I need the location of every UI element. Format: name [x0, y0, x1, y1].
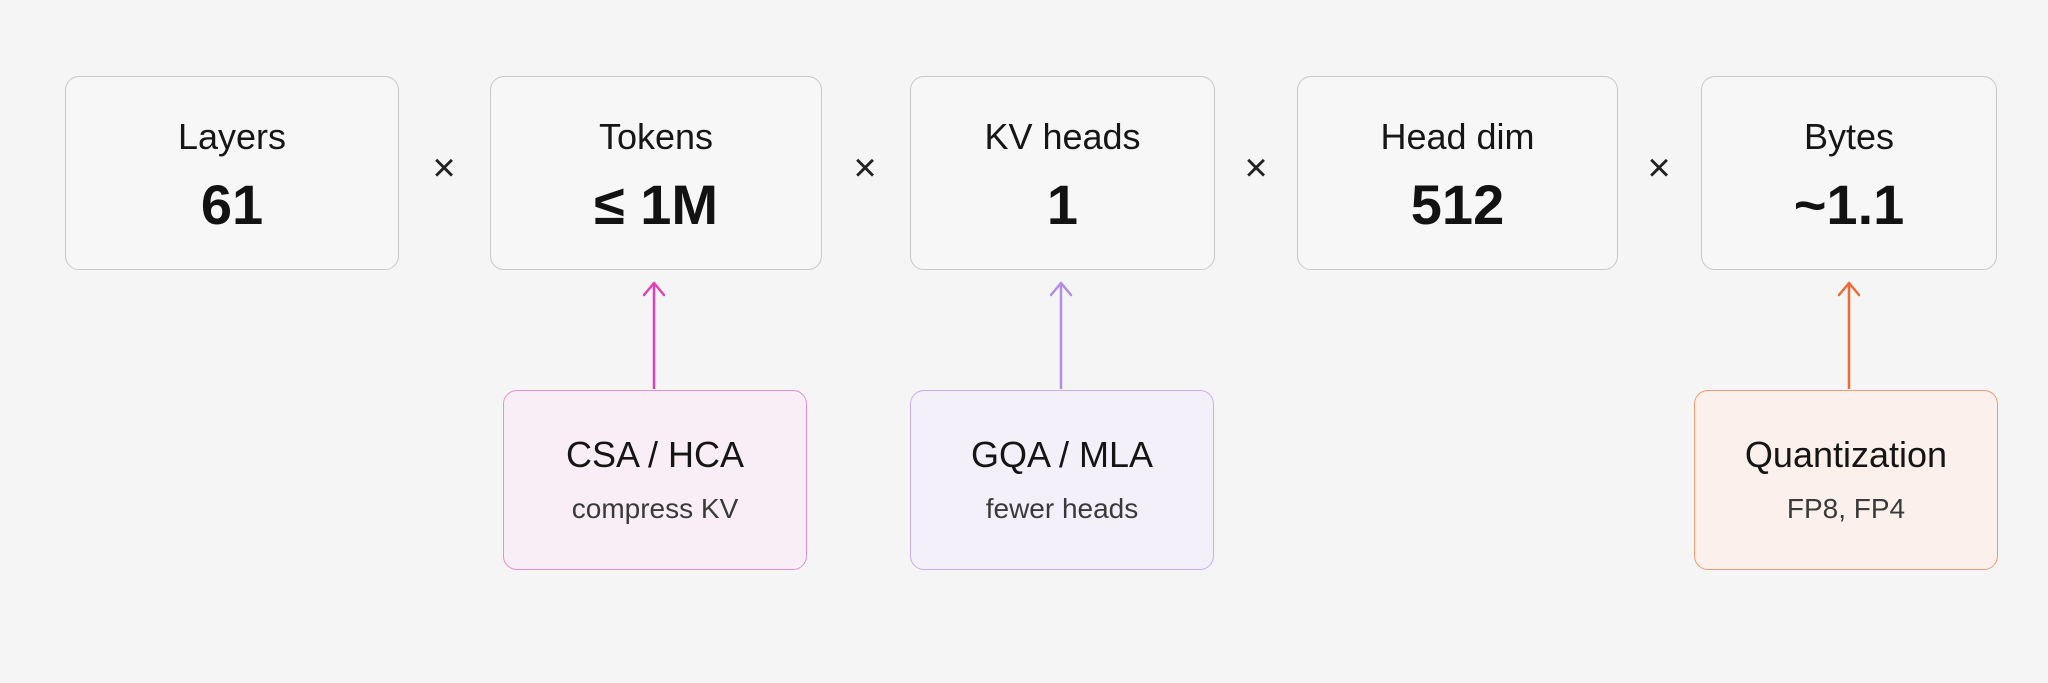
technique-subtitle: fewer heads — [985, 493, 1139, 524]
factor-value: ~1.1 — [1793, 173, 1905, 236]
technique-title: Quantization — [1744, 434, 1948, 475]
times-sign: × — [853, 146, 877, 190]
factor-value: 61 — [200, 173, 264, 236]
factor-box-layers: Layers 61 — [65, 76, 399, 270]
factor-label: Bytes — [1803, 116, 1895, 157]
factor-value: 1 — [1046, 173, 1079, 236]
factor-label: Head dim — [1380, 116, 1535, 157]
arrow-bytes — [1837, 281, 1861, 389]
technique-subtitle: FP8, FP4 — [1786, 493, 1906, 524]
arrow-tokens — [642, 281, 666, 389]
times-sign: × — [432, 146, 456, 190]
times-sign: × — [1647, 146, 1671, 190]
technique-box-gqa-mla: GQA / MLA fewer heads — [910, 390, 1214, 570]
factor-value: ≤ 1M — [593, 173, 719, 236]
factor-label: Layers — [177, 116, 287, 157]
technique-title: CSA / HCA — [565, 434, 745, 475]
factor-box-head-dim: Head dim 512 — [1297, 76, 1618, 270]
factor-box-tokens: Tokens ≤ 1M — [490, 76, 822, 270]
arrow-kv-heads — [1049, 281, 1073, 389]
factor-box-bytes: Bytes ~1.1 — [1701, 76, 1997, 270]
technique-title: GQA / MLA — [970, 434, 1154, 475]
technique-box-quantization: Quantization FP8, FP4 — [1694, 390, 1998, 570]
factor-label: KV heads — [984, 116, 1141, 157]
technique-box-csa-hca: CSA / HCA compress KV — [503, 390, 807, 570]
times-sign: × — [1244, 146, 1268, 190]
factor-label: Tokens — [598, 116, 714, 157]
factor-box-kv-heads: KV heads 1 — [910, 76, 1215, 270]
factor-value: 512 — [1410, 173, 1505, 236]
technique-subtitle: compress KV — [571, 493, 739, 524]
